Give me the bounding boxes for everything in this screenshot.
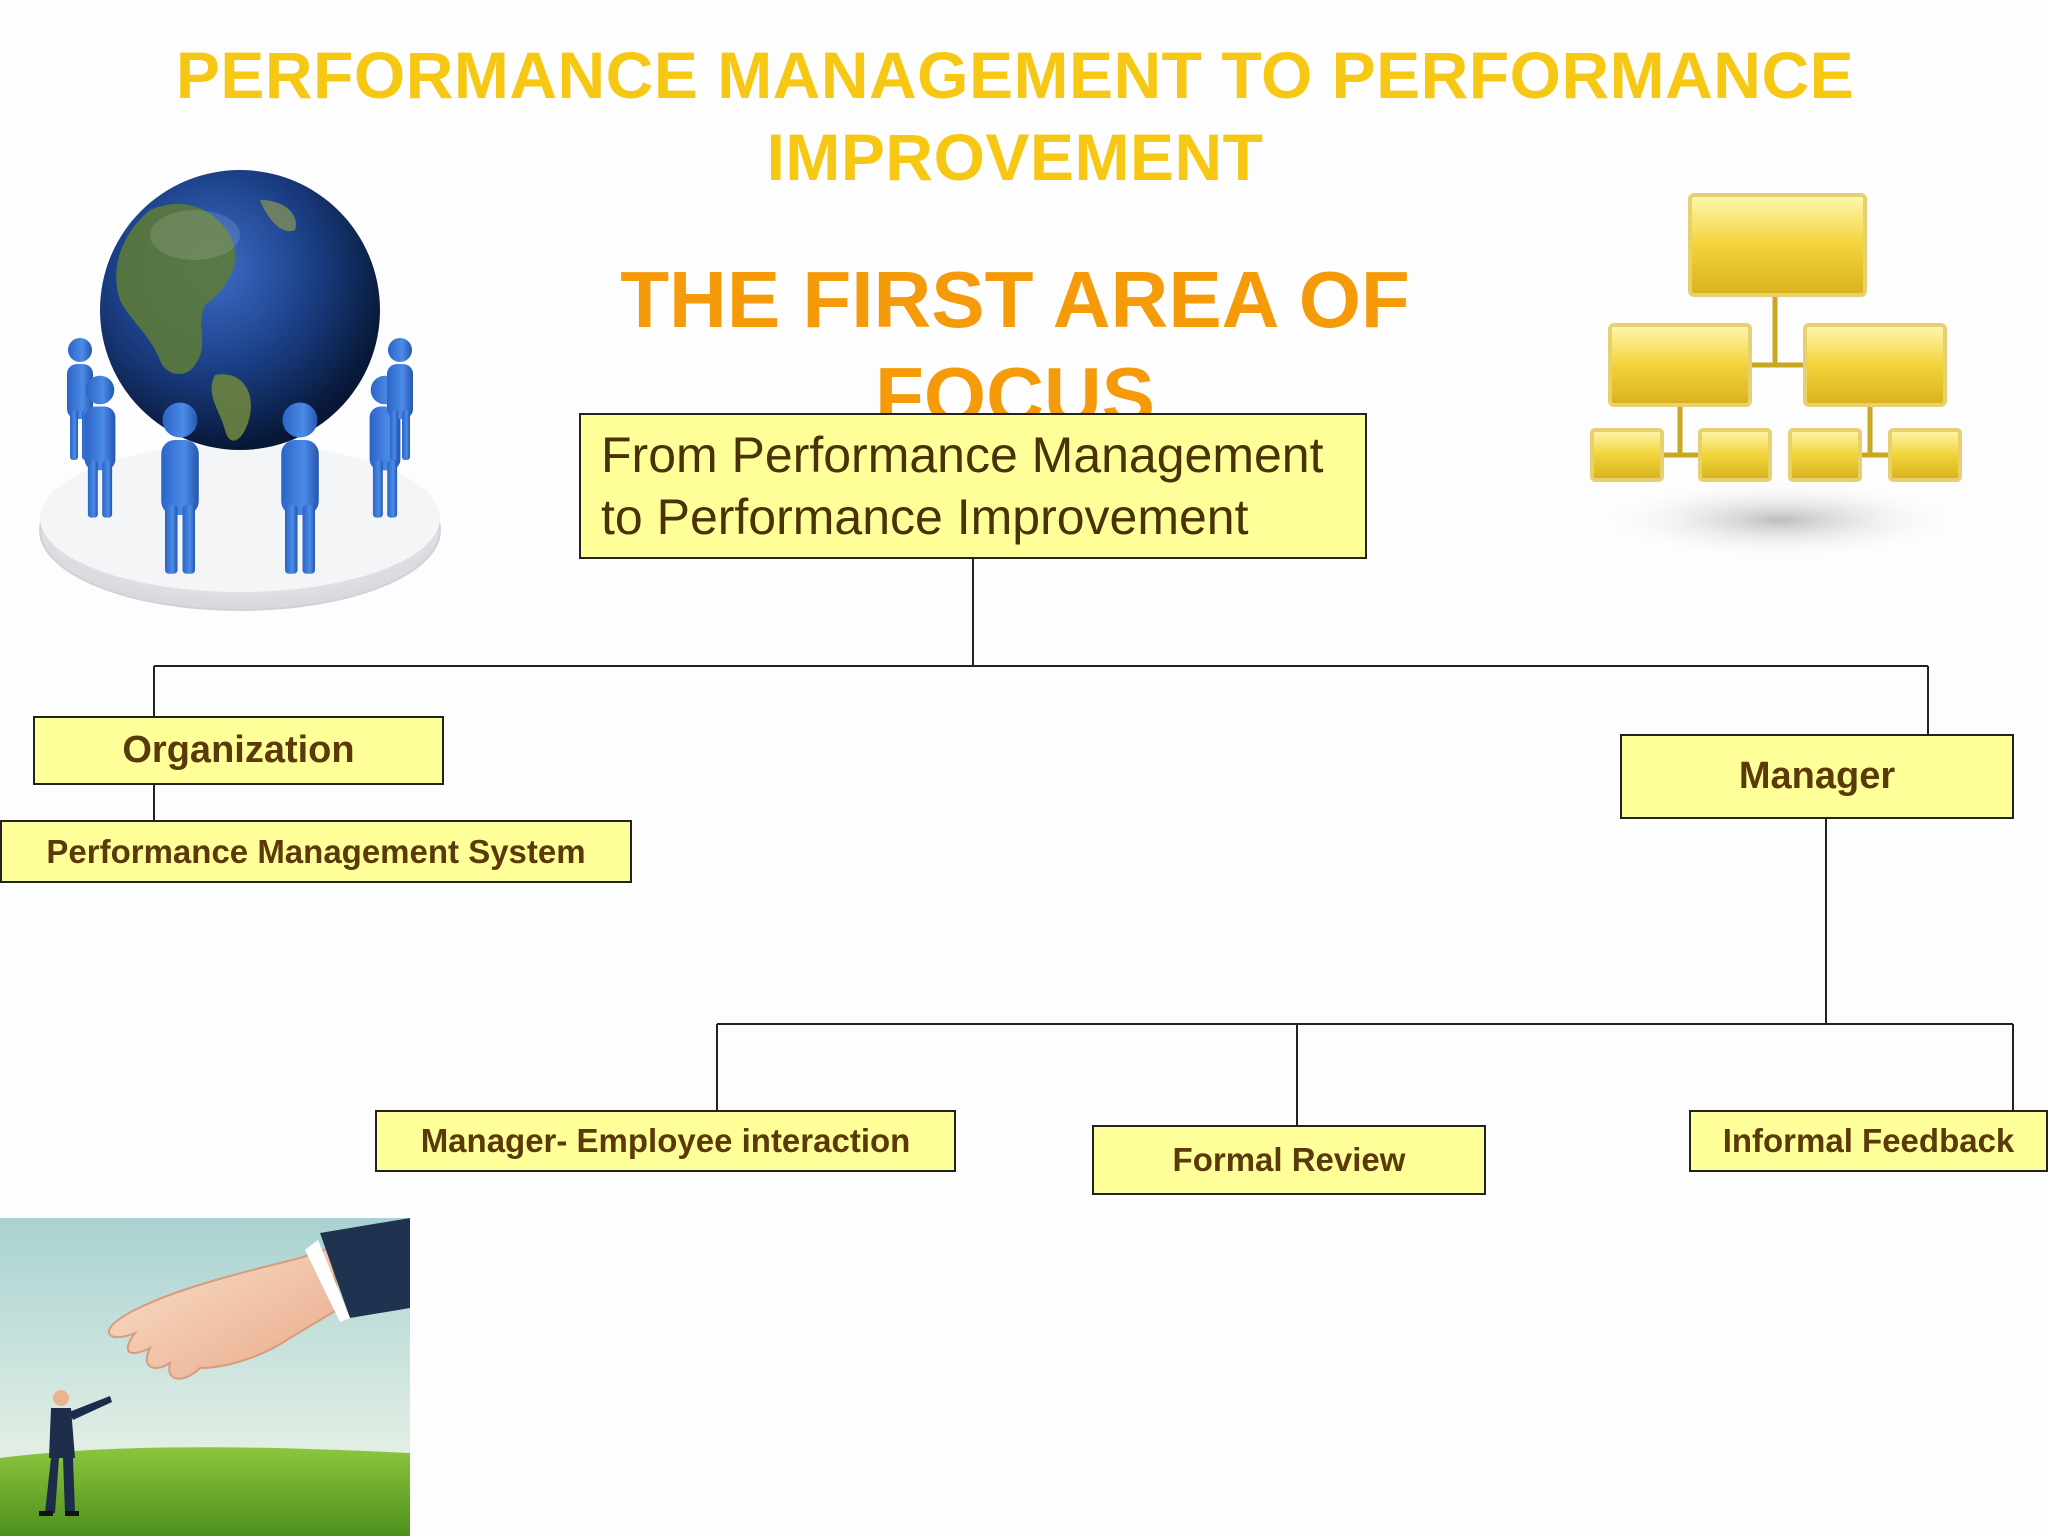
formal-review-node: Formal Review <box>1092 1125 1486 1195</box>
informal-feedback-node: Informal Feedback <box>1689 1110 2048 1172</box>
manager-employee-interaction-node: Manager- Employee interaction <box>375 1110 956 1172</box>
manager-node: Manager <box>1620 734 2014 819</box>
organization-node: Organization <box>33 716 444 785</box>
root-node: From Performance Management to Performan… <box>579 413 1367 559</box>
performance-management-system-node: Performance Management System <box>0 820 632 883</box>
